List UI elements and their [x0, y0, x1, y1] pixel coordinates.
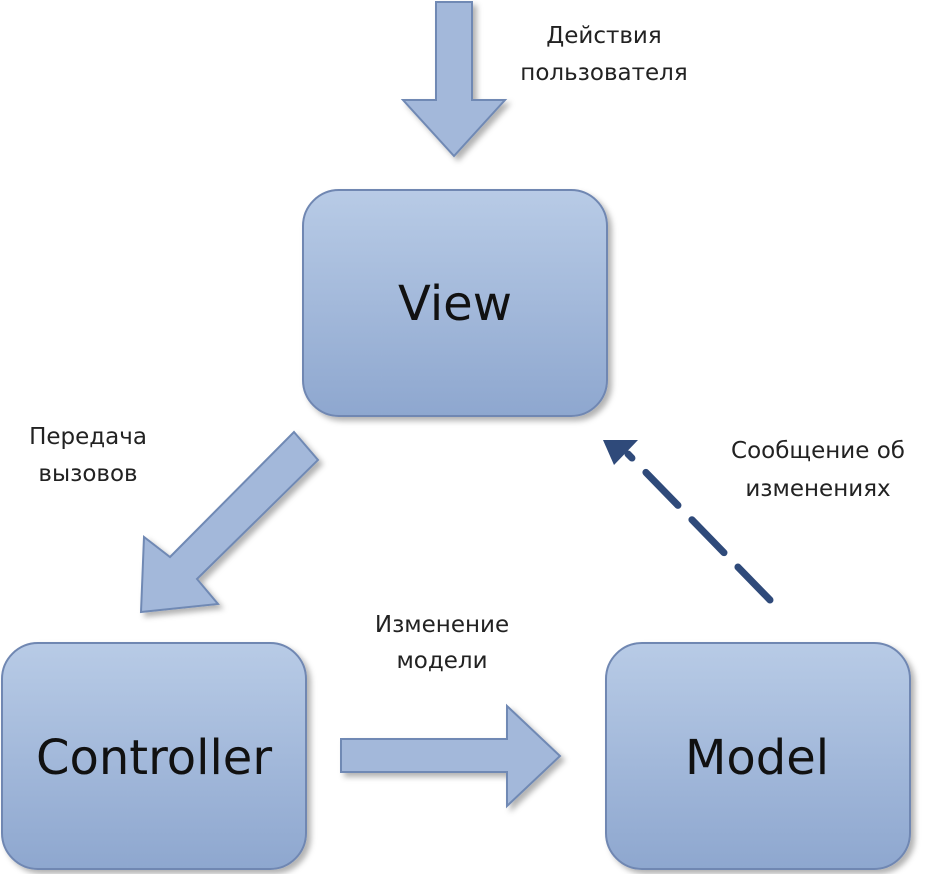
controller-node: Controller	[1, 642, 307, 870]
model-change-arrow	[340, 703, 562, 809]
model-label: Model	[685, 730, 829, 786]
model-change-line2: модели	[396, 648, 487, 674]
user-actions-line2: пользователя	[520, 60, 687, 86]
model-box	[605, 642, 911, 870]
view-label: View	[398, 276, 512, 332]
model-change-note: Изменение модели	[375, 612, 509, 674]
call-transfer-line1: Передача	[29, 424, 147, 450]
view-box	[302, 189, 608, 417]
model-change-line1: Изменение	[375, 612, 509, 638]
user-actions-arrow	[400, 1, 508, 158]
user-actions-note: Действия пользователя	[520, 23, 687, 86]
call-transfer-line2: вызовов	[38, 461, 137, 487]
dashed-arrow-head-icon	[603, 440, 638, 465]
change-notification-line2: изменениях	[745, 476, 890, 502]
user-actions-line1: Действия	[546, 23, 661, 49]
change-notification-line1: Сообщение об	[731, 438, 905, 464]
controller-box	[1, 642, 307, 870]
model-node: Model	[605, 642, 911, 870]
view-node: View	[302, 189, 608, 417]
call-transfer-arrow	[139, 430, 320, 614]
change-notification-note: Сообщение об изменениях	[731, 438, 905, 502]
controller-label: Controller	[36, 730, 272, 786]
dashed-arrow-line	[624, 450, 774, 604]
call-transfer-note: Передача вызовов	[29, 424, 147, 487]
change-notification-arrow	[603, 440, 774, 604]
